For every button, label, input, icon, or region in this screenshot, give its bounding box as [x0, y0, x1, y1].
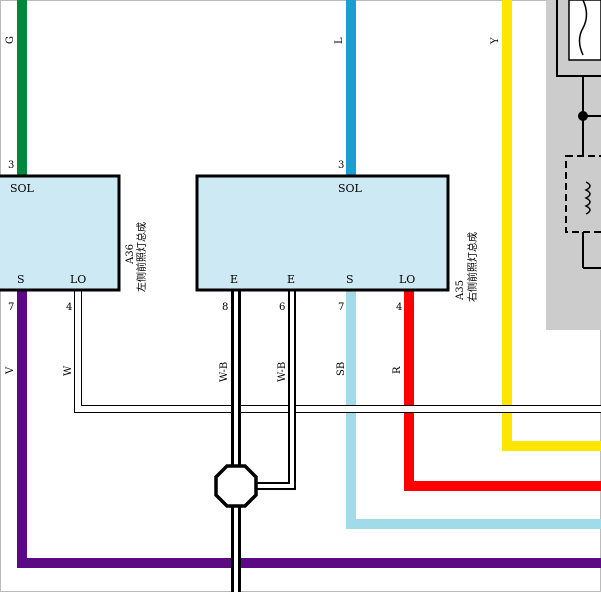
wire-code-y: Y — [490, 37, 501, 45]
left-unit-label: SOL — [10, 182, 35, 195]
left-terminal-s: S — [17, 273, 25, 286]
right-terminal-s: S — [346, 273, 354, 286]
right-headlamp-box — [195, 174, 450, 292]
wire-blue — [346, 0, 356, 176]
right-pin-top: 3 — [338, 160, 344, 171]
wire-yellow — [502, 0, 601, 451]
right-terminal-e2: E — [287, 273, 295, 286]
left-pin-top: 3 — [8, 160, 14, 171]
wire-white — [74, 290, 601, 413]
right-unit-code: A35 — [455, 280, 466, 301]
right-pin-4: 4 — [396, 302, 402, 313]
wire-light-blue — [346, 290, 601, 529]
right-pin-8: 8 — [222, 302, 228, 313]
ground-junction — [214, 464, 258, 508]
wire-red — [404, 290, 601, 491]
right-pin-6: 6 — [279, 302, 285, 313]
left-headlamp-box — [0, 174, 121, 292]
left-pin-4: 4 — [66, 302, 72, 313]
wire-wb — [231, 290, 296, 592]
right-terminal-e1: E — [230, 273, 238, 286]
wire-code-wb1: W-B — [219, 362, 230, 382]
left-terminal-lo: LO — [70, 273, 86, 286]
wire-green — [17, 0, 27, 176]
left-pin-7: 7 — [8, 302, 14, 313]
wire-code-w: W — [63, 365, 74, 376]
left-unit-name: 左侧前照灯总成 — [135, 222, 148, 292]
wire-code-wb2: W-B — [277, 362, 288, 382]
wire-code-sb: SB — [336, 362, 347, 376]
right-pin-7: 7 — [338, 302, 344, 313]
relay-symbol — [556, 0, 601, 269]
wire-purple — [17, 290, 601, 568]
right-unit-name: 右侧前照灯总成 — [466, 232, 479, 302]
wire-code-v: V — [5, 366, 16, 375]
wire-code-l: L — [334, 37, 345, 44]
wire-code-r: R — [392, 366, 403, 374]
right-unit-label: SOL — [338, 182, 363, 195]
wire-code-g: G — [5, 36, 16, 44]
right-terminal-lo: LO — [399, 273, 415, 286]
left-unit-code: A36 — [125, 244, 136, 265]
